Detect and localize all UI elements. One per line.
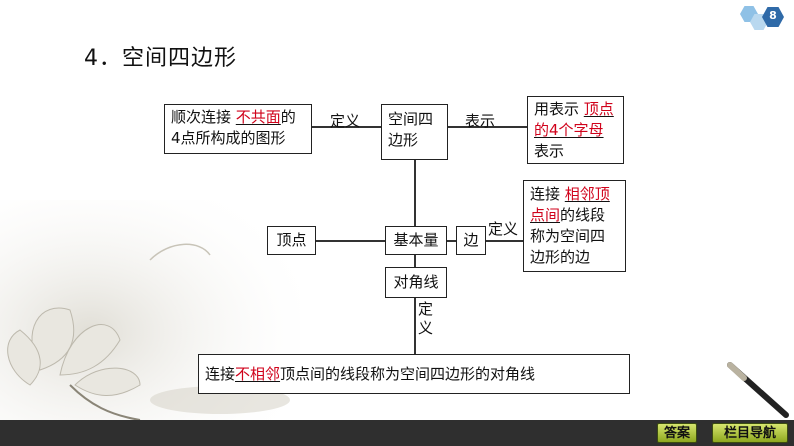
edge-label-diagonal-def-1: 定 — [418, 300, 434, 318]
edge-def-line4: 边形的边 — [530, 248, 591, 266]
emphasis-four-letters: 的4个字母 — [534, 121, 604, 139]
emphasis-adjacent: 相邻顶 — [564, 185, 610, 203]
node-basic-quantity: 基本量 — [385, 226, 447, 255]
emphasis-between-points: 点间 — [530, 206, 561, 224]
nav-button[interactable]: 栏目导航 — [712, 423, 788, 443]
connector-vertex — [316, 240, 385, 242]
page-badge: 8 — [736, 2, 792, 30]
edge-label-edge-definition: 定义 — [488, 220, 519, 238]
connector-notation — [448, 126, 527, 128]
edge-def-segment: 的线段 — [560, 206, 606, 224]
diagonal-label: 对角线 — [393, 273, 439, 291]
node-diagonal: 对角线 — [385, 267, 447, 298]
page-number: 8 — [769, 9, 777, 22]
node-notation: 用表示 顶点 的4个字母 表示 — [527, 96, 624, 164]
node-edge: 边 — [456, 226, 486, 255]
center-line1: 空间四 — [388, 110, 434, 128]
edge-def-text: 连接 — [530, 185, 565, 203]
lotus-decoration — [0, 200, 300, 420]
vertex-label: 顶点 — [276, 231, 307, 249]
edge-label: 边 — [463, 231, 479, 249]
basic-label: 基本量 — [393, 231, 439, 249]
connector-definition — [312, 126, 381, 128]
definition-line2: 4点所构成的图形 — [171, 129, 286, 147]
node-diagonal-definition: 连接不相邻顶点间的线段称为空间四边形的对角线 — [198, 354, 630, 394]
edge-label-diagonal-def-2: 义 — [418, 319, 434, 337]
edge-def-line3: 称为空间四 — [530, 227, 606, 245]
notation-text: 用表示 — [534, 100, 584, 118]
node-spatial-quadrilateral: 空间四 边形 — [381, 104, 448, 160]
emphasis-non-adjacent: 不相邻 — [235, 365, 281, 383]
notation-text-end: 表示 — [534, 142, 565, 160]
connector-basic-diagonal — [414, 255, 416, 267]
diagonal-def-text-end: 顶点间的线段称为空间四边形的对角线 — [280, 365, 536, 383]
answer-button[interactable]: 答案 — [657, 423, 697, 443]
page-number-hex — [762, 7, 784, 27]
center-line2: 边形 — [388, 131, 419, 149]
section-heading: 4．空间四边形 — [84, 46, 237, 71]
connector-edge — [447, 240, 456, 242]
node-vertex: 顶点 — [267, 226, 316, 255]
definition-text-end: 的 — [280, 108, 296, 126]
node-edge-definition: 连接 相邻顶 点间的线段 称为空间四 边形的边 — [523, 180, 626, 272]
definition-text: 顺次连接 — [171, 108, 236, 126]
edge-label-definition: 定义 — [330, 112, 361, 130]
node-definition: 顺次连接 不共面的 4点所构成的图形 — [164, 104, 312, 154]
connector-diagonal-def — [414, 298, 416, 354]
brush-decoration — [727, 362, 789, 418]
edge-label-notation: 表示 — [465, 112, 496, 130]
connector-center-basic — [414, 160, 416, 227]
emphasis-not-coplanar: 不共面 — [235, 108, 281, 126]
connector-edge-def — [486, 240, 523, 242]
diagonal-def-text: 连接 — [205, 365, 236, 383]
emphasis-vertex: 顶点 — [583, 100, 614, 118]
